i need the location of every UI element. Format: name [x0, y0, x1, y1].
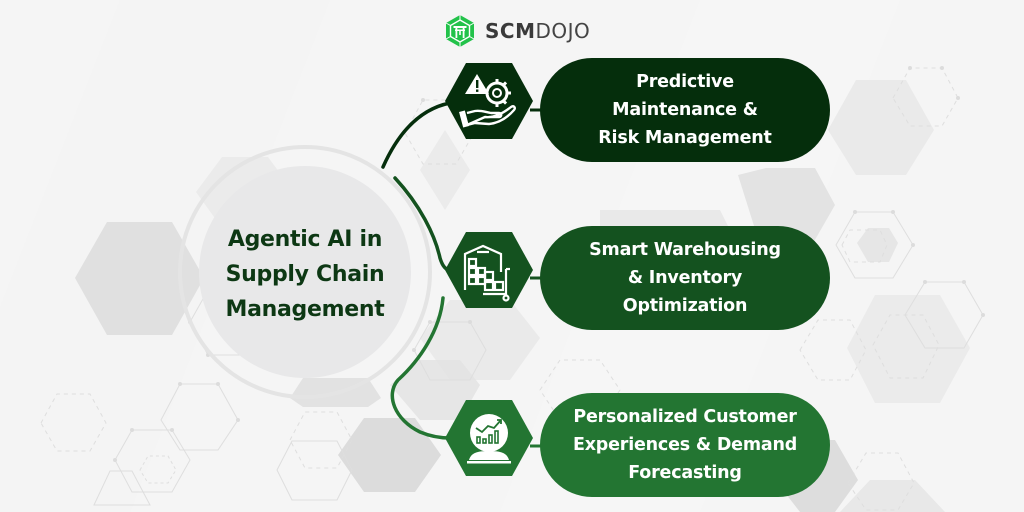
- item-3-line-1: Personalized Customer: [573, 407, 797, 427]
- risk-warning-gear-hand-icon: [459, 74, 516, 128]
- item-1-line-2: Maintenance &: [612, 100, 758, 120]
- connector-3: [390, 296, 452, 440]
- brand-name-bold: SCM: [485, 19, 536, 43]
- item-2-pill: Smart Warehousing & Inventory Optimizati…: [540, 226, 830, 330]
- item-3-pill: Personalized Customer Experiences & Dema…: [540, 393, 830, 497]
- torii-hexagon-icon: [445, 15, 475, 47]
- warehouse-inventory-cart-icon: [463, 244, 510, 302]
- brand-name-light: DOJO: [535, 19, 591, 43]
- center-title-line-3: Management: [225, 297, 385, 322]
- hexagon-badge-1: [445, 63, 533, 139]
- brand-name: SCMDOJO: [485, 21, 590, 41]
- center-title: Agentic AI in Supply Chain Management: [205, 222, 405, 327]
- item-3-line-2: Experiences & Demand: [572, 435, 798, 455]
- center-title-line-1: Agentic AI in: [227, 227, 383, 252]
- item-1-pill: Predictive Maintenance & Risk Management: [540, 58, 830, 162]
- connector-1: [381, 101, 452, 169]
- item-2-line-2: & Inventory: [627, 268, 743, 288]
- item-2-line-1: Smart Warehousing: [589, 240, 781, 260]
- brand-logo: SCMDOJO: [443, 14, 590, 48]
- hexagon-badge-2: [445, 232, 533, 308]
- hexagon-badge-3: [445, 400, 533, 476]
- center-outer-ring: [178, 145, 432, 399]
- demand-forecast-chart-icon: [467, 414, 511, 464]
- item-1-line-1: Predictive: [636, 72, 734, 92]
- item-1-line-3: Risk Management: [598, 128, 772, 148]
- item-3-line-3: Forecasting: [628, 463, 742, 483]
- item-2-line-3: Optimization: [622, 296, 748, 316]
- center-circle: [199, 166, 411, 378]
- center-title-line-2: Supply Chain: [225, 262, 385, 287]
